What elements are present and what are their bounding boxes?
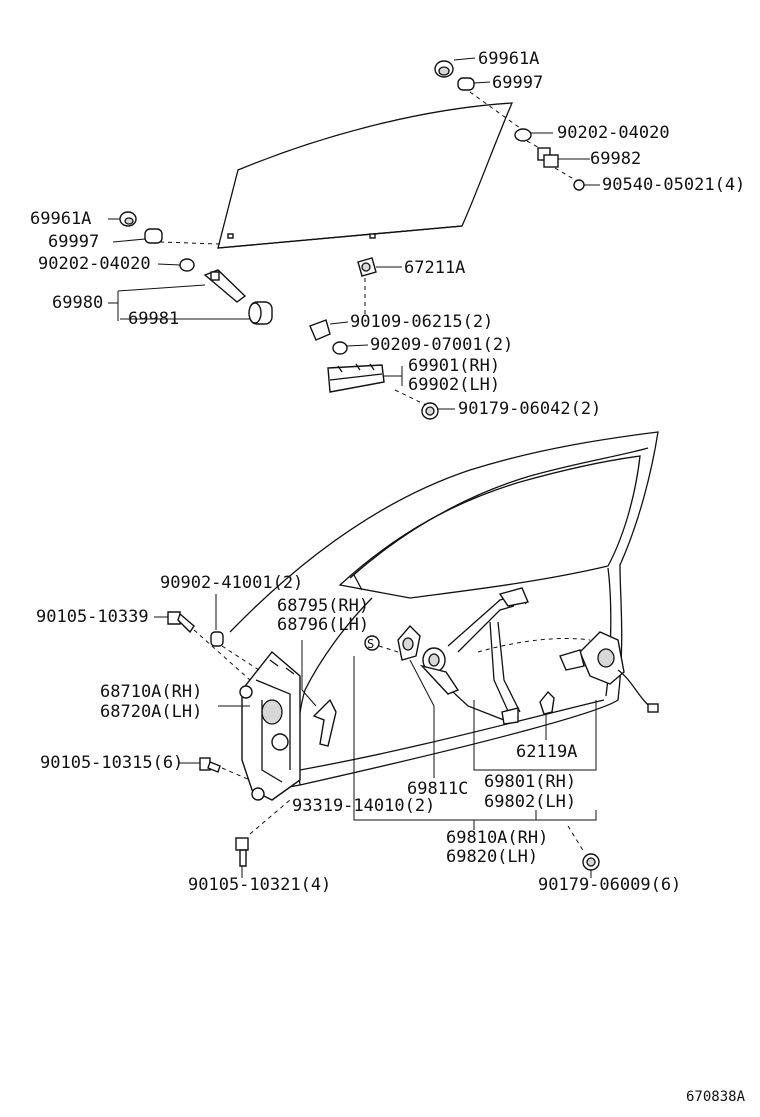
bracket-68795 bbox=[312, 698, 337, 747]
roller-69981 bbox=[248, 301, 273, 325]
label-90105-10339: 90105-10339 bbox=[36, 607, 149, 627]
regulator-68710a bbox=[239, 650, 301, 801]
label-90109: 90109-06215(2) bbox=[350, 312, 493, 332]
label-90202-top: 90202-04020 bbox=[557, 123, 670, 143]
label-69802: 69802(LH) bbox=[484, 792, 576, 812]
label-69901: 69901(RH) bbox=[408, 356, 500, 376]
label-90179-06009: 90179-06009(6) bbox=[538, 875, 681, 895]
image-id: 670838A bbox=[686, 1089, 746, 1105]
washer-90202-left bbox=[179, 258, 195, 272]
label-93319: 93319-14010(2) bbox=[292, 796, 435, 816]
bolt-90105-10339 bbox=[167, 611, 195, 634]
label-90105-10321: 90105-10321(4) bbox=[188, 875, 331, 895]
nut-90179-06042 bbox=[421, 402, 439, 420]
nut-90179-06009 bbox=[582, 853, 600, 871]
label-69980: 69980 bbox=[52, 293, 103, 313]
channel-69901 bbox=[327, 363, 385, 393]
door-frame bbox=[229, 431, 659, 791]
label-90209: 90209-07001(2) bbox=[370, 335, 513, 355]
door-glass bbox=[217, 102, 514, 249]
label-90202-left: 90202-04020 bbox=[38, 254, 151, 274]
label-69997-top: 69997 bbox=[492, 73, 543, 93]
bolt-69980 bbox=[203, 269, 247, 303]
motor-62119a bbox=[539, 690, 555, 715]
bolt-90105-10315 bbox=[199, 757, 221, 773]
clip-67211a bbox=[357, 257, 377, 277]
svg-text:S: S bbox=[367, 637, 374, 651]
bolt-69982 bbox=[537, 147, 559, 168]
label-69820: 69820(LH) bbox=[446, 847, 538, 867]
washer-90202-top bbox=[514, 128, 532, 142]
regulator-69801 bbox=[419, 587, 529, 725]
label-69961a-left: 69961A bbox=[30, 209, 91, 229]
label-68720a: 68720A(LH) bbox=[100, 702, 202, 722]
label-69902: 69902(LH) bbox=[408, 375, 500, 395]
label-69982: 69982 bbox=[590, 149, 641, 169]
bolt-90105-10321 bbox=[235, 837, 249, 867]
cushion-69997-top bbox=[457, 77, 475, 91]
nut-90540 bbox=[573, 179, 585, 191]
label-69981: 69981 bbox=[128, 309, 179, 329]
cushion-69997-left bbox=[144, 228, 163, 244]
label-68795: 68795(RH) bbox=[277, 596, 369, 616]
washer-90209 bbox=[332, 341, 348, 355]
grommet-90902 bbox=[210, 631, 224, 647]
label-90179-06042: 90179-06042(2) bbox=[458, 399, 601, 419]
label-90105-10315: 90105-10315(6) bbox=[40, 753, 183, 773]
label-69811c: 69811C bbox=[407, 779, 468, 799]
bolt-90109 bbox=[309, 319, 331, 341]
motor-assembly bbox=[559, 631, 659, 713]
label-90902: 90902-41001(2) bbox=[160, 573, 303, 593]
clip-69961a-left bbox=[119, 211, 137, 227]
label-69801: 69801(RH) bbox=[484, 772, 576, 792]
label-68710a: 68710A(RH) bbox=[100, 682, 202, 702]
label-69997-left: 69997 bbox=[48, 232, 99, 252]
label-67211a: 67211A bbox=[404, 258, 465, 278]
label-90540: 90540-05021(4) bbox=[602, 175, 745, 195]
label-69961a-top: 69961A bbox=[478, 49, 539, 69]
clip-69961a-top bbox=[434, 60, 454, 78]
label-68796: 68796(LH) bbox=[277, 615, 369, 635]
motor-cover-69811c bbox=[397, 624, 421, 661]
glass-mark bbox=[227, 233, 234, 239]
s-mark: S bbox=[364, 635, 380, 651]
label-69810a: 69810A(RH) bbox=[446, 828, 548, 848]
label-62119a: 62119A bbox=[516, 742, 577, 762]
glass-mark bbox=[369, 233, 376, 239]
